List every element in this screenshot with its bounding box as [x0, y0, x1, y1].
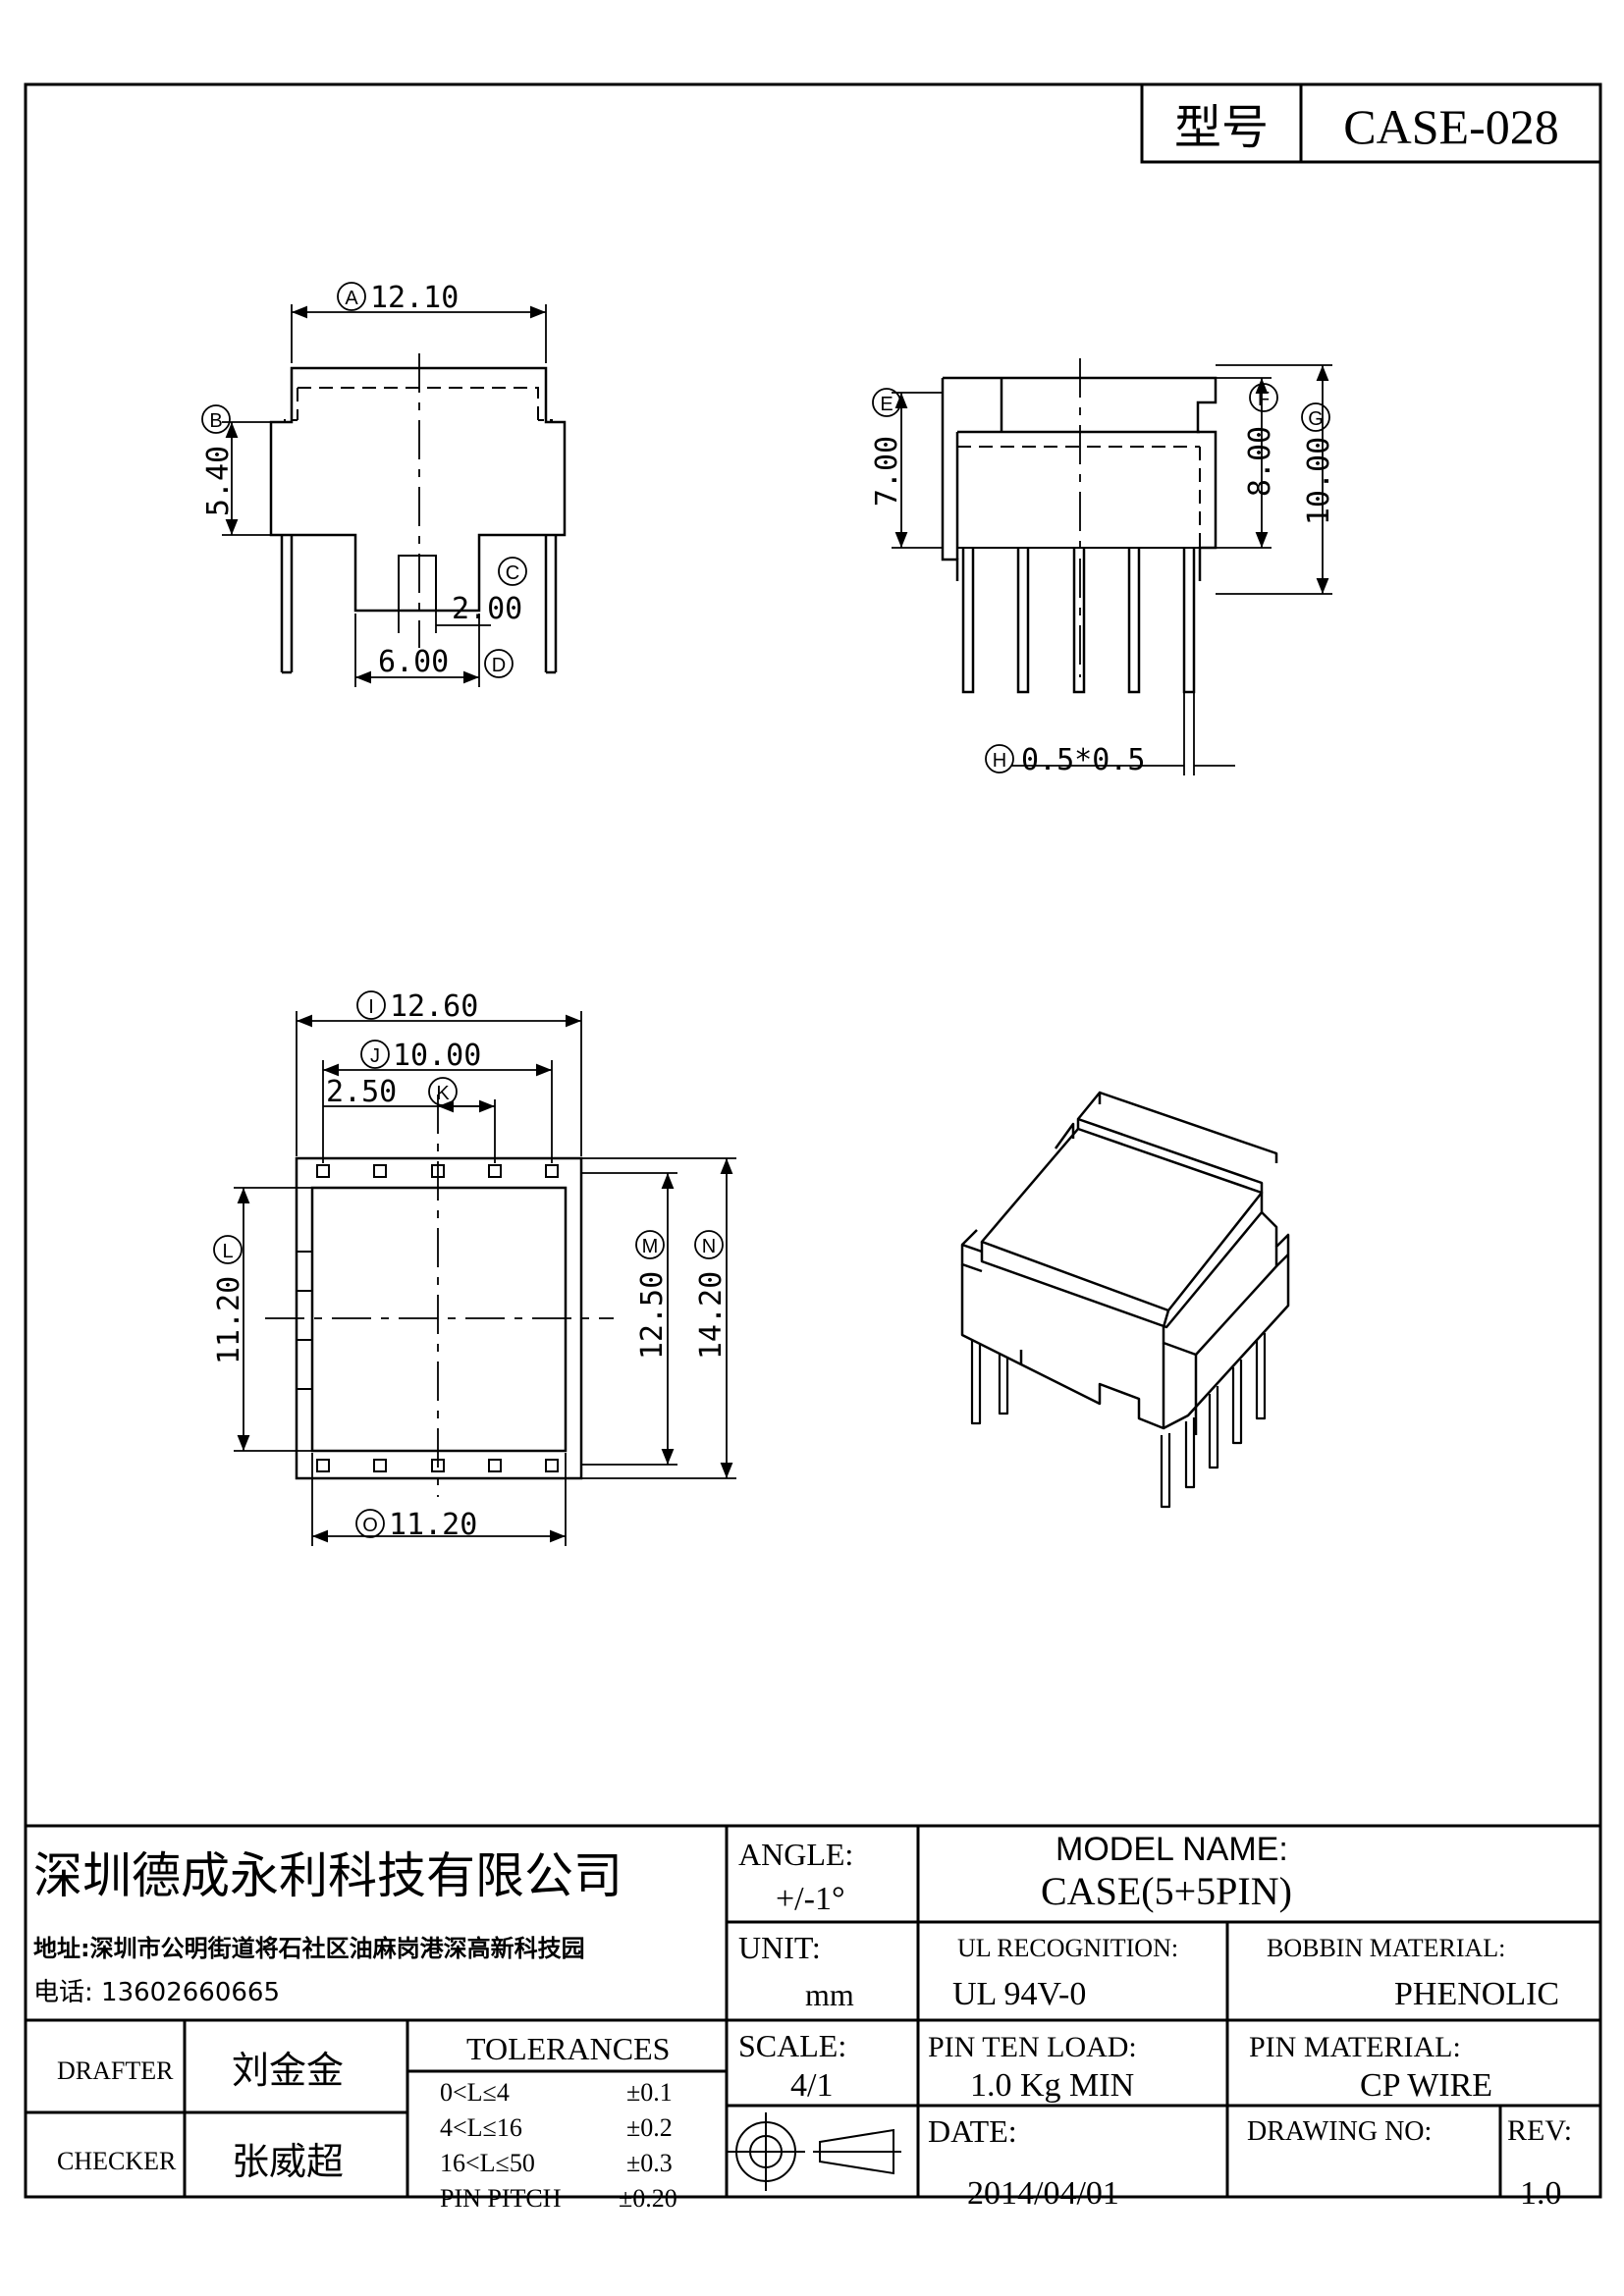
- sheet-border: [24, 82, 1602, 2199]
- dim-G: G 10.00: [1301, 402, 1336, 525]
- svg-text:M: M: [642, 1236, 659, 1257]
- svg-text:N: N: [702, 1236, 716, 1257]
- svg-text:5.40: 5.40: [201, 446, 236, 516]
- tol-value: ±0.3: [626, 2149, 673, 2177]
- pin-load-value: 1.0 Kg MIN: [970, 2067, 1134, 2104]
- dim-A: A 12.10: [337, 281, 459, 315]
- drafter-label: DRAFTER: [57, 2056, 174, 2085]
- date-label: DATE:: [928, 2113, 1017, 2149]
- svg-text:D: D: [492, 655, 506, 676]
- tol-value: ±0.20: [619, 2184, 677, 2213]
- checker-label: CHECKER: [57, 2147, 177, 2175]
- pin-mat-label: PIN MATERIAL:: [1249, 2031, 1461, 2063]
- angle-value: +/-1°: [776, 1881, 845, 1917]
- unit-value: mm: [805, 1977, 854, 2012]
- svg-text:J: J: [370, 1045, 380, 1067]
- ul-label: UL RECOGNITION:: [957, 1934, 1178, 1962]
- model-box-number: CASE-028: [1343, 99, 1558, 154]
- ul-value: UL 94V-0: [952, 1976, 1086, 2012]
- svg-text:6.00: 6.00: [378, 645, 449, 679]
- svg-text:G: G: [1308, 408, 1324, 430]
- company-phone: 电话: 13602660665: [33, 1978, 280, 2007]
- svg-text:L: L: [222, 1241, 233, 1262]
- svg-text:10.00: 10.00: [393, 1039, 481, 1073]
- angle-label: ANGLE:: [738, 1837, 853, 1872]
- model-box: 型号 CASE-028: [1140, 82, 1602, 164]
- date-value: 2014/04/01: [967, 2175, 1119, 2212]
- tol-range: 0<L≤4: [440, 2078, 510, 2107]
- svg-text:B: B: [209, 410, 222, 432]
- svg-text:A: A: [345, 288, 358, 309]
- svg-text:12.10: 12.10: [370, 281, 459, 315]
- dim-D: 6.00 D: [378, 645, 514, 679]
- dim-N: N 14.20: [694, 1230, 729, 1360]
- bobbin-label: BOBBIN MATERIAL:: [1267, 1934, 1505, 1962]
- svg-text:12.50: 12.50: [635, 1271, 670, 1360]
- pin-mat-value: CP WIRE: [1360, 2067, 1492, 2104]
- model-name-value: CASE(5+5PIN): [1041, 1869, 1292, 1913]
- unit-label: UNIT:: [738, 1930, 821, 1965]
- tolerances-label: TOLERANCES: [466, 2031, 670, 2066]
- drawing-no-label: DRAWING NO:: [1247, 2116, 1432, 2147]
- tolerance-rows: 0<L≤4 ±0.1 4<L≤16 ±0.2 16<L≤50 ±0.3 PIN …: [440, 2078, 677, 2213]
- dim-J: J 10.00: [360, 1039, 481, 1073]
- bottom-view: [234, 1011, 736, 1546]
- model-box-label: 型号: [1174, 100, 1269, 155]
- tol-range: PIN PITCH: [440, 2184, 562, 2213]
- isometric-view: [960, 1091, 1290, 1509]
- svg-text:O: O: [362, 1515, 378, 1536]
- svg-text:H: H: [993, 750, 1006, 772]
- svg-text:10.00: 10.00: [1302, 437, 1336, 525]
- dim-E: E 7.00: [870, 388, 904, 507]
- svg-text:11.20: 11.20: [389, 1508, 477, 1542]
- side-view: [892, 358, 1332, 775]
- tol-range: 4<L≤16: [440, 2113, 522, 2142]
- svg-text:F: F: [1258, 389, 1270, 410]
- svg-text:0.5*0.5: 0.5*0.5: [1021, 743, 1145, 777]
- iso-pins: [970, 1333, 1267, 1509]
- svg-text:2.00: 2.00: [452, 592, 522, 626]
- company-address: 地址:深圳市公明街道将石社区油麻岗港深高新科技园: [33, 1935, 585, 1962]
- dim-L: L 11.20: [212, 1235, 246, 1364]
- tol-value: ±0.1: [626, 2078, 673, 2107]
- svg-text:2.50: 2.50: [326, 1075, 397, 1109]
- dim-C: C 2.00: [452, 557, 527, 626]
- company-name: 深圳德成永利科技有限公司: [33, 1847, 623, 1904]
- scale-label: SCALE:: [738, 2028, 846, 2063]
- title-block: 深圳德成永利科技有限公司 地址:深圳市公明街道将石社区油麻岗港深高新科技园 电话…: [26, 1824, 1600, 2213]
- svg-text:C: C: [506, 562, 519, 584]
- svg-text:14.20: 14.20: [694, 1271, 729, 1360]
- svg-text:E: E: [880, 394, 893, 415]
- rev-label: REV:: [1507, 2114, 1572, 2147]
- dim-K: 2.50 K: [326, 1075, 458, 1109]
- bobbin-value: PHENOLIC: [1394, 1976, 1559, 2012]
- tol-range: 16<L≤50: [440, 2149, 535, 2177]
- front-view: [222, 304, 567, 687]
- svg-text:11.20: 11.20: [212, 1276, 246, 1364]
- dim-B: B 5.40: [201, 404, 236, 516]
- svg-text:I: I: [368, 996, 374, 1018]
- scale-value: 4/1: [790, 2067, 833, 2104]
- projection-symbol: [727, 2112, 901, 2191]
- dim-I: I 12.60: [356, 989, 478, 1024]
- dim-M: M 12.50: [635, 1230, 670, 1360]
- dim-H: H 0.5*0.5: [985, 743, 1145, 777]
- svg-text:K: K: [436, 1083, 450, 1104]
- svg-text:7.00: 7.00: [870, 436, 904, 507]
- tol-value: ±0.2: [626, 2113, 673, 2142]
- side-pins: [961, 548, 1196, 694]
- pin-load-label: PIN TEN LOAD:: [928, 2031, 1137, 2063]
- svg-text:8.00: 8.00: [1243, 426, 1277, 497]
- checker-value: 张威超: [232, 2140, 344, 2183]
- rev-value: 1.0: [1520, 2175, 1562, 2212]
- dim-F: F 8.00: [1243, 383, 1278, 497]
- drafter-value: 刘金金: [232, 2049, 344, 2092]
- model-name-label: MODEL NAME:: [1056, 1831, 1288, 1868]
- dim-O: O 11.20: [355, 1508, 477, 1542]
- svg-text:12.60: 12.60: [390, 989, 478, 1024]
